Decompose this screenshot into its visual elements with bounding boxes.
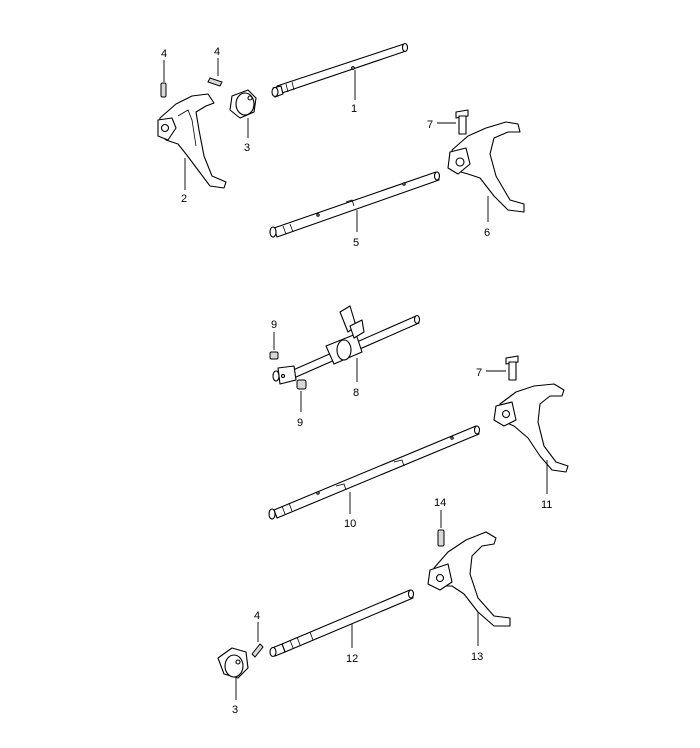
shift-fork-6 [447, 121, 525, 213]
shift-rod-5 [269, 171, 441, 238]
callout-7b: 7 [476, 367, 482, 379]
shift-rod-1 [271, 42, 409, 98]
callout-7a: 7 [427, 119, 433, 131]
callout-9a: 9 [271, 319, 277, 331]
callout-2: 2 [181, 193, 187, 205]
callout-4a: 4 [161, 48, 167, 60]
pin-4-bottom [251, 643, 264, 658]
pin-4-top-left [160, 82, 167, 98]
callout-3b: 3 [232, 704, 238, 716]
bushing-9-upper [269, 351, 279, 360]
shift-rod-8 [272, 305, 421, 385]
callout-12: 12 [346, 653, 358, 665]
bushing-9-lower [296, 379, 307, 390]
clamp-3-bottom [217, 647, 249, 679]
callout-11: 11 [541, 499, 552, 511]
pin-14 [437, 529, 445, 547]
callout-3a: 3 [244, 142, 250, 154]
shift-fork-2 [157, 93, 227, 189]
pin-4-top [207, 77, 223, 87]
callout-9b: 9 [297, 417, 303, 429]
callout-13: 13 [471, 651, 483, 663]
callout-10: 10 [344, 518, 356, 530]
callout-1: 1 [351, 103, 357, 115]
callout-4b: 4 [214, 46, 220, 58]
callout-5: 5 [353, 237, 359, 249]
shift-fork-11 [493, 383, 569, 473]
shift-rod-10 [268, 425, 481, 520]
bolt-7-middle [505, 355, 519, 381]
callout-14: 14 [434, 497, 446, 509]
callout-8: 8 [353, 387, 359, 399]
shift-rod-12 [269, 589, 415, 658]
clamp-3-top [229, 89, 257, 119]
shift-fork-13 [427, 531, 511, 627]
bolt-7-top [455, 109, 469, 135]
callout-6: 6 [484, 227, 490, 239]
callout-4c: 4 [254, 610, 260, 622]
